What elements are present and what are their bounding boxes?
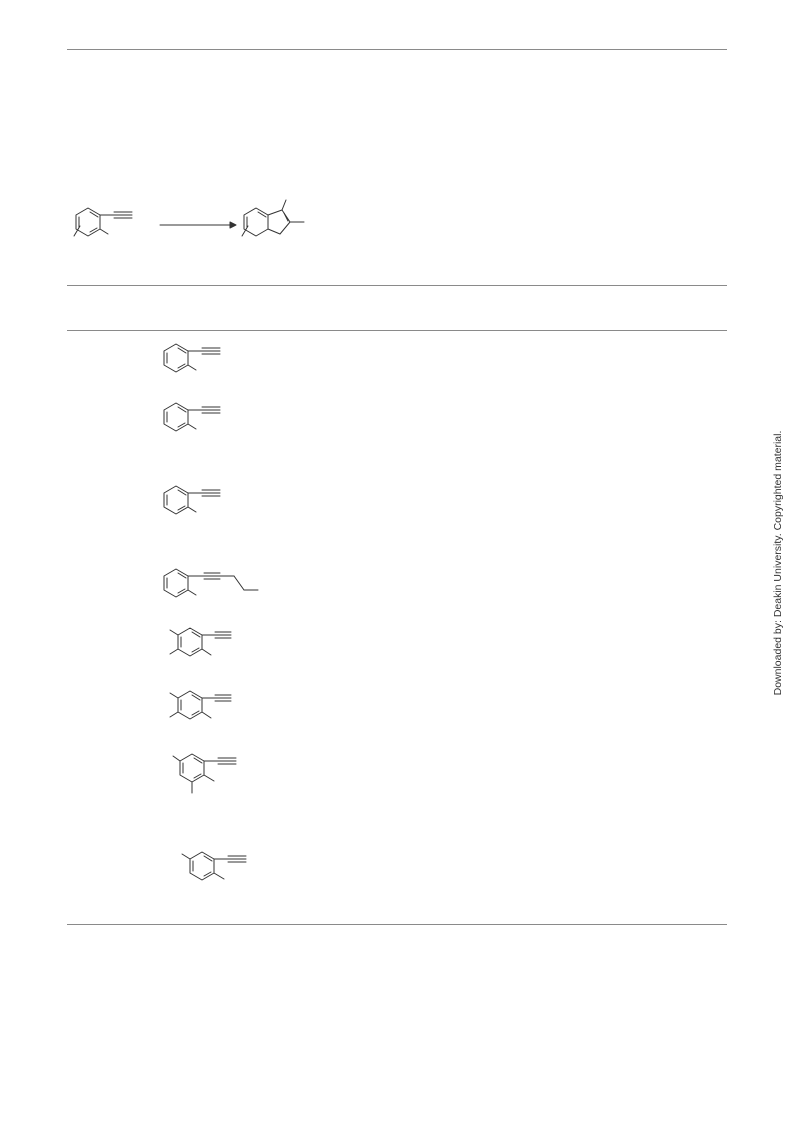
substrate-7 [170, 748, 260, 798]
substrate-6 [165, 685, 255, 730]
substrate-5 [165, 622, 255, 667]
substrate-3 [158, 480, 238, 525]
substrate-8 [178, 846, 268, 891]
scheme-starting-material [70, 200, 150, 250]
table-bottom-rule [67, 924, 727, 925]
substrate-1 [158, 338, 238, 383]
substrate-4 [158, 563, 268, 608]
reaction-arrow [158, 219, 238, 231]
substrate-2 [158, 397, 238, 442]
scheme-product [238, 196, 318, 246]
download-watermark-text: Downloaded by: Deakin University. Copyri… [772, 430, 784, 696]
scheme-bottom-rule [67, 285, 727, 286]
top-rule [67, 49, 727, 50]
table-header-rule [67, 330, 727, 331]
